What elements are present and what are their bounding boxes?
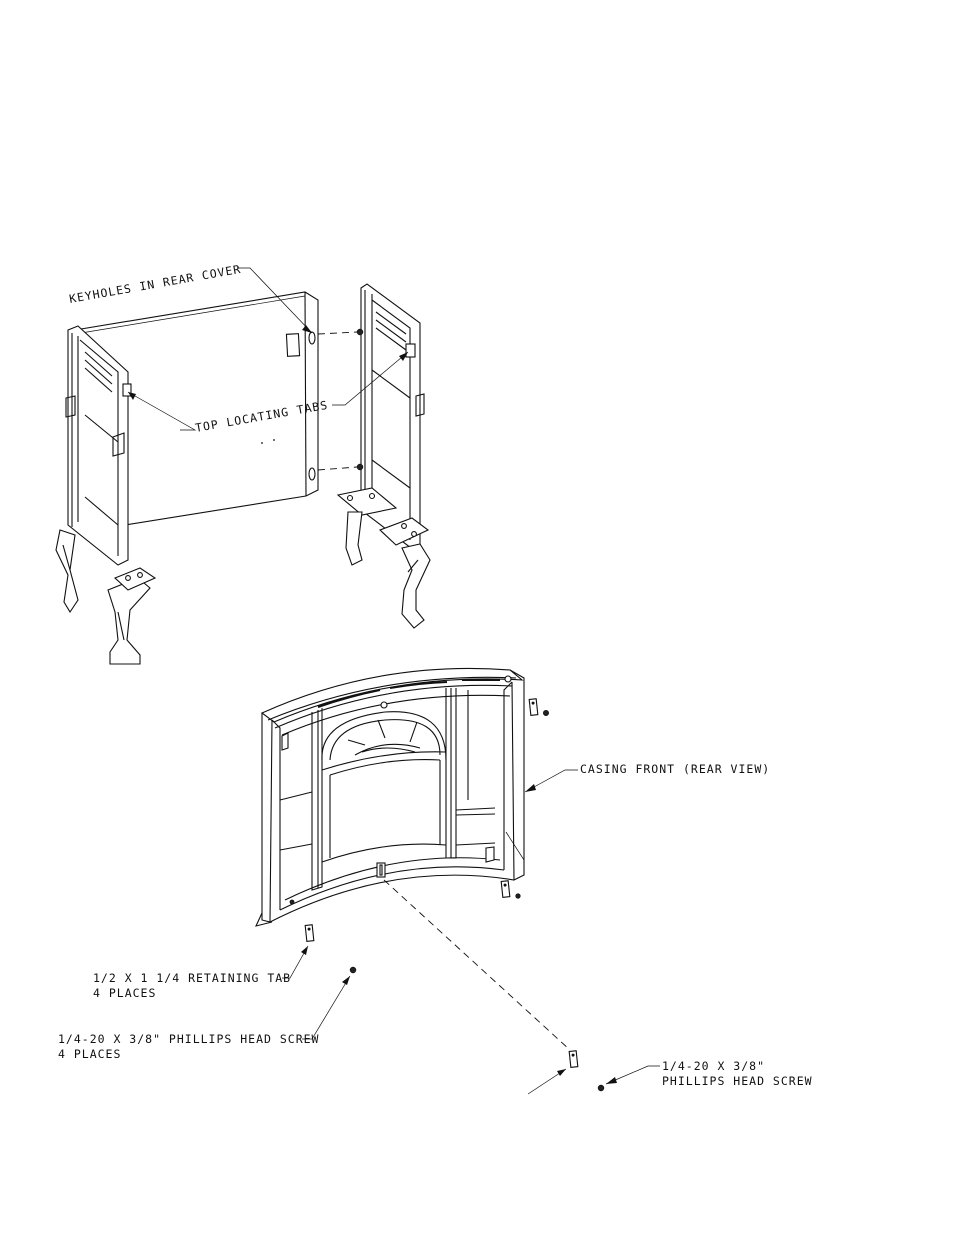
screw1-label-1: 1/4-20 X 3/8" (662, 1059, 765, 1073)
screw4-label-1: 1/4-20 X 3/8" PHILLIPS HEAD SCREW (58, 1032, 319, 1046)
casing-front (256, 668, 524, 926)
keyhole-lower (309, 468, 315, 480)
top-tabs-leader-left (128, 392, 195, 430)
top-tabs-label: TOP LOCATING TABS (194, 398, 329, 435)
right-side-frame (318, 284, 430, 628)
screw4-leader (302, 976, 350, 1039)
top-locating-tab-right (406, 344, 415, 357)
screw4-label-2: 4 PLACES (58, 1047, 121, 1061)
screw1-label-2: PHILLIPS HEAD SCREW (662, 1074, 813, 1088)
retaining-tab-label-1: 1/2 X 1 1/4 RETAINING TAB (93, 971, 291, 985)
keyholes-label: KEYHOLES IN REAR COVER (68, 262, 242, 306)
retaining-tab-label-2: 4 PLACES (93, 986, 156, 1000)
casing-front-label: CASING FRONT (REAR VIEW) (580, 762, 770, 776)
frame-screw-upper (357, 329, 363, 335)
keyhole-upper (309, 332, 315, 344)
left-side-frame (56, 326, 155, 664)
keyholes-leader (237, 268, 312, 333)
rear-assembly (56, 268, 430, 664)
frame-screw-lower (357, 464, 363, 470)
retaining-tabs (305, 699, 604, 1091)
